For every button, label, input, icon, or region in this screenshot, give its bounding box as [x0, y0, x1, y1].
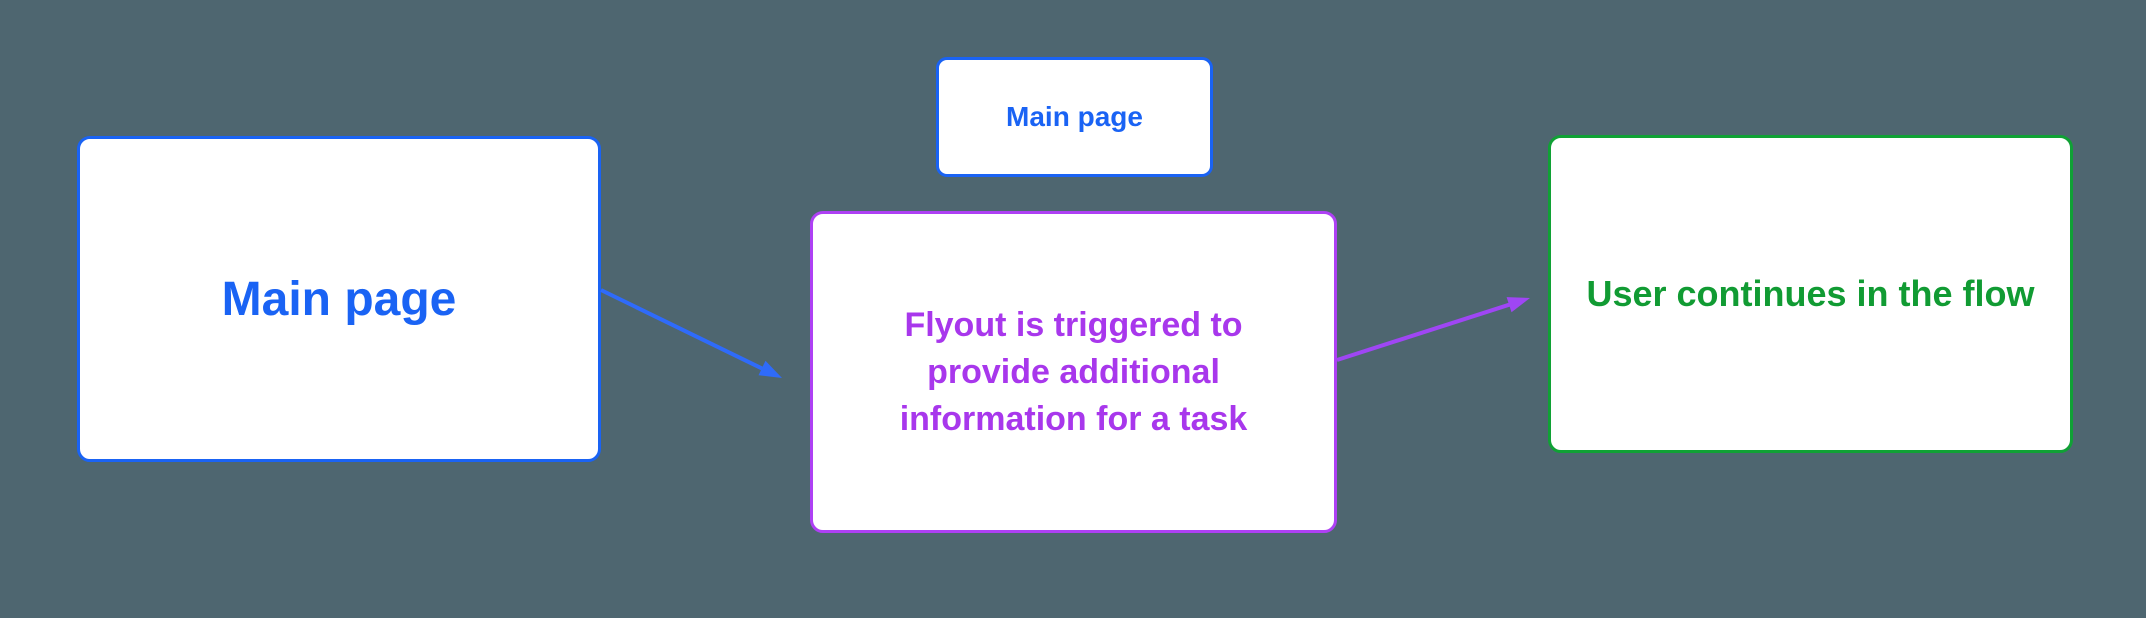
main-page-small-node[interactable]: Main page — [936, 57, 1213, 177]
arrow-flyout-to-continue-line — [1336, 301, 1513, 362]
arrow-main-to-flyout-head-icon — [758, 360, 782, 378]
main-page-small-label: Main page — [1006, 101, 1143, 132]
arrow-main-to-flyout — [600, 288, 782, 378]
arrow-flyout-to-continue-head-icon — [1506, 297, 1530, 313]
arrow-flyout-to-continue — [1336, 297, 1530, 362]
flyout-node[interactable]: Flyout is triggered to provide additiona… — [810, 211, 1337, 533]
flyout-label: Flyout is triggered to provide additiona… — [899, 305, 1248, 438]
main-page-label: Main page — [221, 272, 457, 326]
continue-flow-node[interactable]: User continues in the flow — [1548, 135, 2073, 453]
continue-flow-label: User continues in the flow — [1586, 273, 2035, 314]
arrow-main-to-flyout-line — [600, 288, 767, 373]
main-page-node[interactable]: Main page — [77, 136, 601, 462]
